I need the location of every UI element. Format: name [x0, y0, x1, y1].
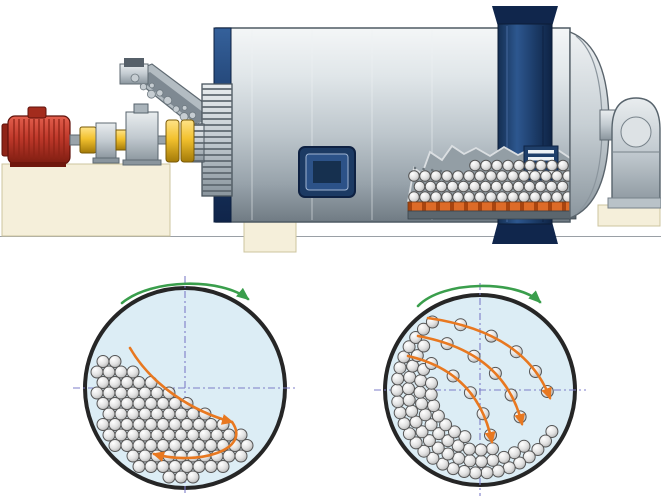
cascading-rotation-arrow	[120, 282, 250, 305]
chute-opening	[124, 58, 144, 67]
motor-terminal-box	[27, 106, 47, 119]
gear-reducer	[122, 103, 162, 166]
coupling-2	[115, 129, 127, 151]
bearing-sole-plate	[607, 197, 661, 209]
drive-motor	[1, 106, 71, 167]
charge-motion-cascading	[73, 276, 297, 496]
charge-motion-cataracting	[374, 283, 586, 496]
cascading-charge-balls	[90, 355, 254, 484]
shell-cut-edge	[407, 210, 577, 220]
motor-feet	[10, 162, 66, 167]
bearing-block	[92, 122, 120, 164]
trunnion-bearing	[599, 97, 661, 209]
motor-shaft	[69, 134, 81, 146]
cataracting-charge-balls	[390, 315, 559, 480]
mill-liner	[407, 201, 577, 212]
shell-cutaway	[407, 144, 577, 220]
cataracting-arrows	[406, 316, 552, 444]
manhole-door	[298, 146, 356, 198]
bearing-eye	[620, 116, 652, 148]
cascading-arrows	[128, 346, 238, 462]
drive-base	[1, 163, 171, 237]
feed-chute	[119, 58, 217, 131]
motor-fins	[13, 119, 65, 159]
feed-material	[130, 73, 204, 127]
coupling-1	[79, 126, 97, 154]
weld-seams	[251, 30, 433, 220]
cataracting-rotation-arrow	[416, 284, 542, 308]
ball-mill-illustration	[0, 6, 661, 253]
main-coupling	[165, 119, 195, 163]
girth-gear	[201, 83, 233, 197]
